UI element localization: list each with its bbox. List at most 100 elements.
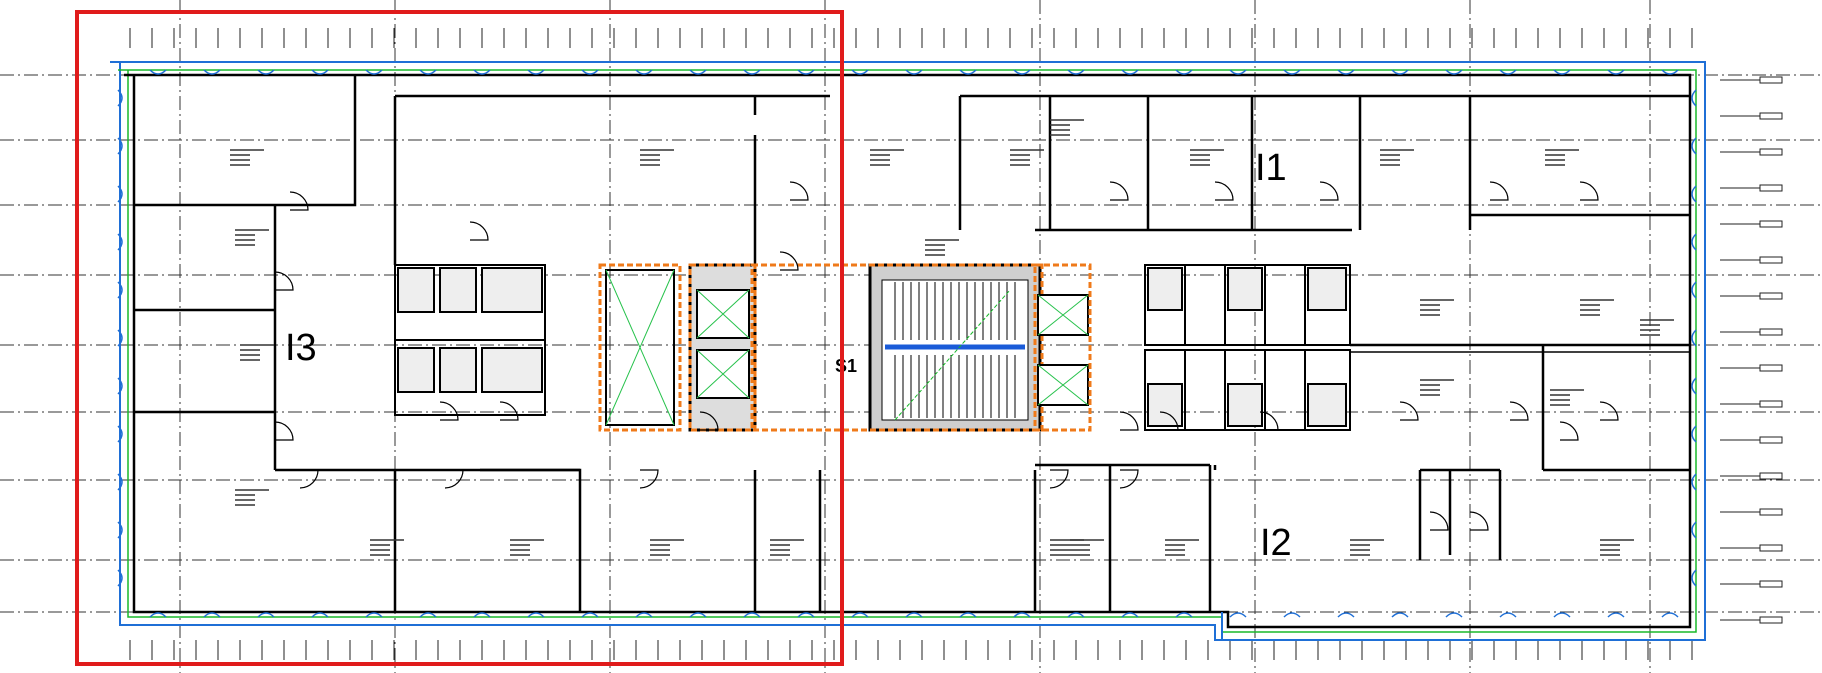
tick-label-box — [1759, 184, 1783, 192]
window-mark — [1175, 69, 1193, 75]
door-swing-icon — [1214, 181, 1234, 201]
window-mark — [1499, 612, 1517, 618]
window-mark — [959, 612, 977, 618]
window-mark — [689, 69, 707, 75]
elevator-core — [598, 263, 757, 432]
window-mark — [117, 281, 123, 299]
window-mark — [1445, 69, 1463, 75]
sanitary-core-left — [394, 264, 546, 416]
window-mark — [365, 612, 383, 618]
door-swing-icon — [439, 401, 459, 421]
window-mark — [117, 137, 123, 155]
window-mark — [1067, 612, 1085, 618]
tick-label-box — [1759, 256, 1783, 264]
tick-label-box — [1759, 616, 1783, 624]
window-mark — [149, 612, 167, 618]
window-mark — [117, 329, 123, 347]
window-mark — [1691, 521, 1697, 539]
window-mark — [851, 612, 869, 618]
door-swing-icon — [1509, 401, 1529, 421]
door-swing-icon — [274, 271, 294, 291]
window-mark — [473, 612, 491, 618]
window-mark — [797, 69, 815, 75]
tick-label-box — [1759, 76, 1783, 84]
door-swing-icon — [274, 421, 294, 441]
window-mark — [527, 612, 545, 618]
window-mark — [1691, 569, 1697, 587]
window-mark — [1067, 69, 1085, 75]
window-mark — [1691, 233, 1697, 251]
window-mark — [1661, 612, 1679, 618]
window-mark — [1121, 69, 1139, 75]
door-swing-icon — [289, 191, 309, 211]
door-swings — [274, 181, 1619, 531]
window-mark — [905, 69, 923, 75]
window-mark — [117, 377, 123, 395]
window-mark — [1391, 612, 1409, 618]
window-mark — [1175, 612, 1193, 618]
tick-label-box — [1759, 292, 1783, 300]
door-swing-icon — [1599, 401, 1619, 421]
zone-label-s1: S1 — [835, 356, 857, 376]
window-mark — [797, 612, 815, 618]
door-swing-icon — [1399, 401, 1419, 421]
window-mark — [1445, 612, 1463, 618]
facade-windows — [117, 69, 1697, 618]
window-mark — [1553, 612, 1571, 618]
room-labels — [230, 119, 1674, 556]
door-swing-icon — [1109, 181, 1129, 201]
window-mark — [117, 521, 123, 539]
window-mark — [1691, 473, 1697, 491]
highlight-frame — [75, 10, 844, 666]
door-swing-icon — [1489, 181, 1509, 201]
door-swing-icon — [1319, 181, 1339, 201]
window-mark — [117, 569, 123, 587]
window-mark — [1229, 612, 1247, 618]
window-mark — [257, 612, 275, 618]
window-mark — [743, 69, 761, 75]
window-mark — [1229, 69, 1247, 75]
door-swing-icon — [789, 181, 809, 201]
door-swing-icon — [1159, 411, 1179, 431]
window-mark — [1121, 612, 1139, 618]
zone-label-i2: I2 — [1260, 522, 1292, 564]
window-mark — [419, 612, 437, 618]
window-mark — [117, 473, 123, 491]
door-swing-icon — [779, 251, 799, 271]
window-mark — [1283, 69, 1301, 75]
window-mark — [117, 185, 123, 203]
door-swing-icon — [699, 411, 719, 431]
window-mark — [311, 69, 329, 75]
dimension-ticks — [129, 28, 1783, 660]
window-mark — [851, 69, 869, 75]
tick-label-box — [1759, 112, 1783, 120]
window-mark — [1691, 89, 1697, 107]
window-mark — [1691, 425, 1697, 443]
tick-label-box — [1759, 400, 1783, 408]
door-swing-icon — [1119, 411, 1139, 431]
window-mark — [581, 612, 599, 618]
door-swing-icon — [299, 469, 319, 489]
window-mark — [117, 425, 123, 443]
door-swing-icon — [639, 469, 659, 489]
window-mark — [1499, 69, 1517, 75]
door-swing-icon — [469, 221, 489, 241]
door-swing-icon — [1259, 411, 1279, 431]
window-mark — [1013, 612, 1031, 618]
window-mark — [117, 89, 123, 107]
window-mark — [1661, 69, 1679, 75]
sanitary-core-right — [1144, 264, 1351, 431]
zone-label-i1: I1 — [1255, 147, 1287, 189]
interior-walls — [134, 75, 1690, 612]
window-mark — [1691, 185, 1697, 203]
window-mark — [311, 612, 329, 618]
window-mark — [203, 69, 221, 75]
zone-label-i3: I3 — [285, 327, 317, 369]
door-swing-icon — [1469, 511, 1489, 531]
door-swing-icon — [1049, 469, 1069, 489]
window-mark — [257, 69, 275, 75]
window-mark — [905, 612, 923, 618]
window-mark — [1013, 69, 1031, 75]
window-mark — [117, 233, 123, 251]
